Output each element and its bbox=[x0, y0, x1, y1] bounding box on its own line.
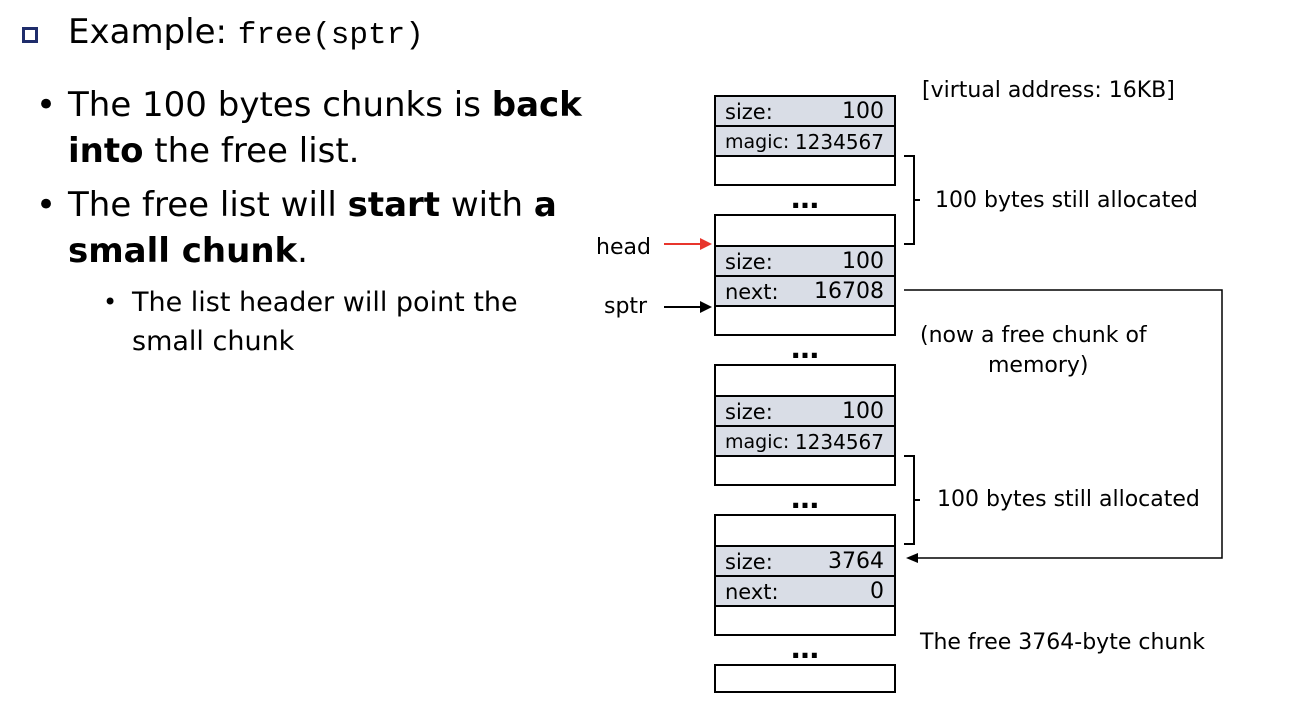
header-cell: next: 0 bbox=[714, 575, 896, 607]
header-cell-label: next: bbox=[725, 280, 779, 304]
brace-allocated-1 bbox=[904, 155, 920, 245]
header-cell-value: 100 bbox=[842, 399, 884, 424]
header-cell-value: 3764 bbox=[828, 549, 884, 574]
header-cell-value: 1234567 bbox=[794, 430, 884, 454]
slide-title: Example: free(sptr) bbox=[68, 10, 424, 58]
sptr-label: sptr bbox=[604, 294, 648, 319]
bullet-dot: • bbox=[36, 85, 57, 125]
allocated-label-1: 100 bytes still allocated bbox=[935, 188, 1198, 213]
bullet-2-bold-a: a bbox=[533, 185, 557, 225]
bullet-dot: • bbox=[36, 185, 57, 225]
header-cell-value: 16708 bbox=[814, 279, 884, 304]
header-cell-label: size: bbox=[725, 250, 773, 274]
sub-bullet: The list header will point the small chu… bbox=[132, 283, 592, 361]
virtual-address-label: [virtual address: 16KB] bbox=[922, 78, 1175, 103]
sptr-arrow-icon bbox=[664, 301, 712, 313]
free-3764-label: The free 3764-byte chunk bbox=[920, 630, 1206, 655]
free-chunk-label-line-1: (now a free chunk of bbox=[920, 323, 1147, 348]
bullet-2: The free list will start with a small ch… bbox=[68, 182, 588, 274]
header-cell-label: next: bbox=[725, 580, 779, 604]
bullet-1-text-b: the free list. bbox=[143, 131, 360, 171]
bullet-1-bold-into: into bbox=[68, 131, 144, 171]
header-cell-label: size: bbox=[725, 400, 773, 424]
header-cell-label: size: bbox=[725, 100, 773, 124]
header-cell-value: 0 bbox=[870, 579, 884, 604]
bullet-1-bold-back: back bbox=[491, 85, 582, 125]
free-chunk-label-line-2: memory) bbox=[988, 353, 1089, 378]
header-cell-label: magic: bbox=[725, 131, 790, 153]
header-cell-value: 100 bbox=[842, 99, 884, 124]
header-cell: size: 100 bbox=[714, 95, 896, 127]
header-cell: next: 16708 bbox=[714, 275, 896, 307]
bullet-2-bold-start: start bbox=[347, 185, 441, 225]
square-bullet-icon bbox=[22, 27, 38, 43]
header-cell-value: 100 bbox=[842, 249, 884, 274]
sub-bullet-dot: • bbox=[103, 288, 118, 316]
brace-allocated-2 bbox=[904, 455, 920, 545]
next-pointer-arrow-icon bbox=[904, 289, 1223, 563]
header-cell-value: 1234567 bbox=[794, 130, 884, 154]
ellipsis-1: … bbox=[791, 182, 819, 215]
header-cell: magic:1234567 bbox=[714, 425, 896, 457]
ellipsis-3: … bbox=[791, 482, 819, 515]
title-code: free(sptr) bbox=[237, 18, 424, 53]
header-cell: magic:1234567 bbox=[714, 125, 896, 157]
ellipsis-2: … bbox=[791, 332, 819, 365]
title-prefix: Example: bbox=[68, 12, 238, 52]
allocated-label-2: 100 bytes still allocated bbox=[937, 487, 1200, 512]
ellipsis-4: … bbox=[791, 632, 819, 665]
bullet-2-bold-small-chunk: small chunk bbox=[68, 231, 298, 271]
bullet-2-text-a: The free list will bbox=[68, 185, 348, 225]
bullet-1-text-a: The 100 bytes chunks is bbox=[68, 85, 492, 125]
header-cell-label: magic: bbox=[725, 431, 790, 453]
head-arrow-icon bbox=[664, 238, 712, 250]
bullet-1: The 100 bytes chunks is back into the fr… bbox=[68, 82, 588, 174]
header-cell-label: size: bbox=[725, 550, 773, 574]
header-cell: size: 3764 bbox=[714, 545, 896, 577]
bullet-2-text-c: with bbox=[440, 185, 534, 225]
head-label: head bbox=[596, 235, 651, 260]
header-cell: size: 100 bbox=[714, 245, 896, 277]
bullet-2-period: . bbox=[297, 231, 308, 271]
sub-bullet-line-2: small chunk bbox=[132, 326, 295, 357]
sub-bullet-line-1: The list header will point the bbox=[132, 287, 518, 318]
